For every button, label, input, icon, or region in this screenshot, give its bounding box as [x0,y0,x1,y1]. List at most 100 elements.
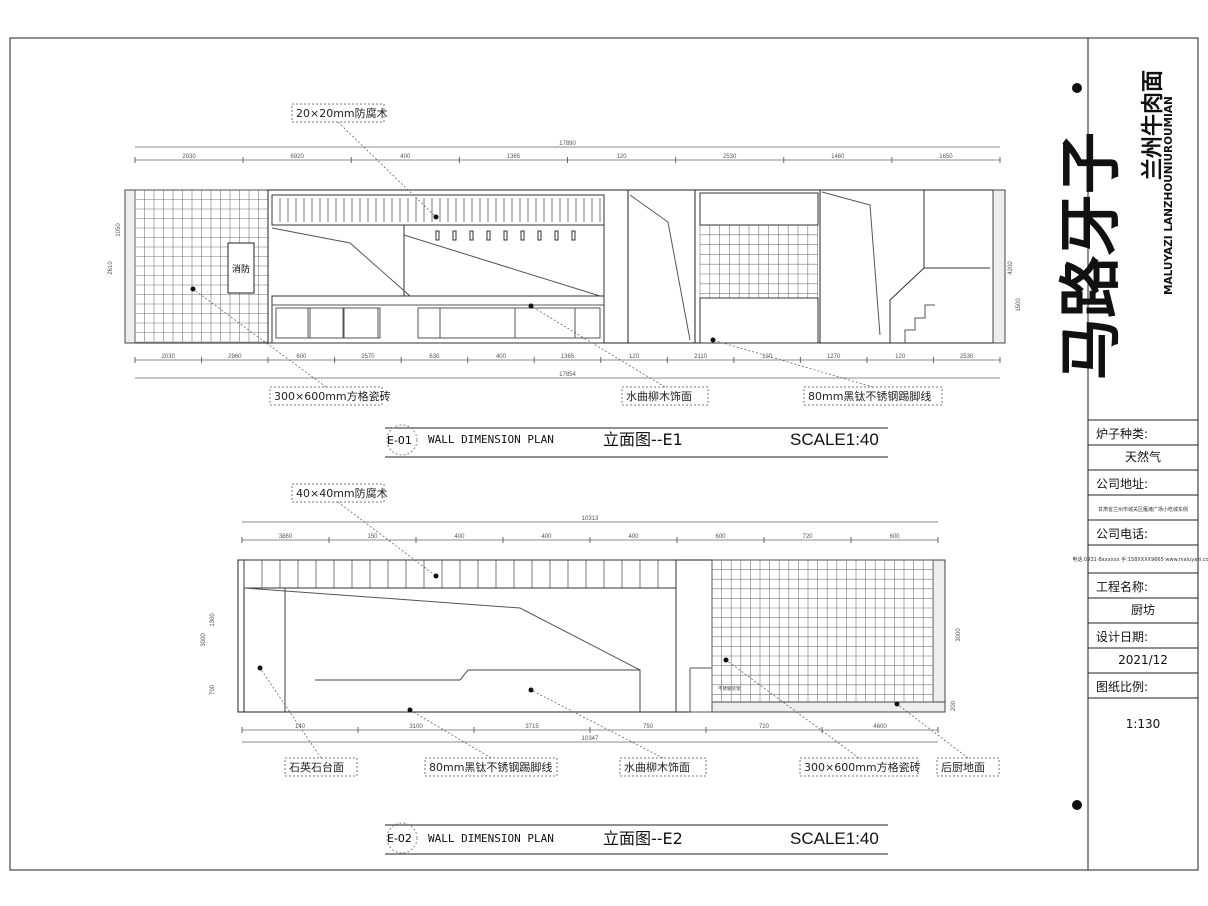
logo-cn: 兰州牛肉面 [1140,70,1166,180]
callout-label: 石英石台面 [289,760,344,774]
callout-box [621,386,709,406]
e1-name: 立面图--E1 [603,430,683,449]
leader-line [337,121,437,218]
leader-dot [710,337,716,343]
dimension-text: 2960 [228,354,242,360]
dimension-text: 600 [889,534,900,540]
dimension-total: 17854 [559,372,576,378]
dimension-text: 120 [895,354,906,360]
logo-calligraphy: 马路牙子 [1054,132,1127,380]
dimension-text: 1460 [831,154,845,160]
dimension-text: 120 [629,354,640,360]
callout-label: 20×20mm防腐木 [296,106,388,120]
side-dimension: 1500 [1016,298,1022,312]
dimension-text: 2030 [162,354,176,360]
dimension-text: 630 [429,354,440,360]
title-block-value: 2021/12 [1118,653,1168,667]
elevation-e1: 消防 [124,189,1006,344]
dimension-text: 2570 [361,354,375,360]
title-block-value: 甘肃省兰州市城关区雁滩广场小吃城东侧 [1098,506,1188,513]
dimension-text: 2530 [960,354,974,360]
leader-dot [407,707,413,713]
dimension-text: 2110 [694,354,708,360]
dimension-text: 400 [541,534,552,540]
leader-dot [894,701,900,707]
side-dimension: 1050 [116,223,122,237]
leader-line [337,501,437,577]
title-block-label: 设计日期: [1096,630,1148,644]
callout-box [619,757,707,777]
dimension-total: 17890 [559,141,576,147]
register-dot [1072,800,1082,810]
leader-dot [723,657,729,663]
dimension-text: 1270 [827,354,841,360]
dimension-text: 120 [762,354,773,360]
title-block-value: 电话:0931-8xxxxxx 手:158XXXX9665 www.maluya… [1072,556,1208,563]
sheet-border [9,37,1199,871]
fire-sign: 消防 [232,263,250,275]
callout-label: 300×600mm方格瓷砖 [804,760,921,774]
e2-title-bar: E-02 WALL DIMENSION PLAN 立面图--E2 SCALE1:… [385,822,888,855]
e1-code: E-01 [387,434,412,447]
leader-line [259,667,322,759]
leader-dot [528,687,534,693]
callout-label: 水曲柳木饰面 [626,389,692,403]
side-dimension: 2610 [108,261,114,275]
dimension-text: 3100 [409,724,423,730]
register-dot [1072,83,1082,93]
dimension-text: 1365 [561,354,575,360]
dimension-text: 400 [454,534,465,540]
callout-box [936,757,1000,777]
dimension-text: 720 [802,534,813,540]
dimension-text: 3715 [525,724,539,730]
dimension-text: 750 [643,724,654,730]
dimension-text: 2030 [182,154,196,160]
elevation-e2: 不锈钢货架 [237,559,946,713]
dimension-text: 150 [367,534,378,540]
callout-label: 80mm黑钛不锈钢踢脚线 [808,389,931,403]
dimension-text: 4600 [873,724,887,730]
title-block-label: 炉子种类: [1096,427,1148,441]
side-dimension: 3000 [201,633,207,647]
title-block-label: 公司地址: [1096,477,1148,491]
leader-line [192,288,327,388]
side-dimension: 1300 [210,613,216,627]
title-block-label: 工程名称: [1096,579,1148,594]
title-block-value: 1:130 [1126,717,1161,731]
dimension-text: 600 [296,354,307,360]
leader-dot [190,286,196,292]
dimension-text: 600 [715,534,726,540]
callout-label: 40×40mm防腐木 [296,486,388,500]
dimension-text: 400 [628,534,639,540]
callout-label: 后厨地面 [941,761,985,774]
leader-line [725,659,860,759]
leader-dot [433,214,439,220]
dimension-text: 400 [400,154,411,160]
shelf-note: 不锈钢货架 [718,685,741,692]
leader-dot [528,303,534,309]
leader-line [712,339,874,388]
dimension-text: 1365 [507,154,521,160]
brand-logo: 马路牙子 兰州牛肉面 MALUYAZI LANZHOUNIUROUMIAN [1054,70,1175,380]
dimension-text: 720 [759,724,770,730]
leader-dot [257,665,263,671]
callout-label: 300×600mm方格瓷砖 [274,389,391,403]
dimension-text: 400 [496,354,507,360]
side-dimension: 4200 [1008,261,1014,275]
callout-label: 80mm黑钛不锈钢踢脚线 [429,760,552,774]
e1-scale: SCALE1:40 [790,430,879,449]
dimension-total: 10347 [582,736,599,742]
leader-dot [433,573,439,579]
title-block-value: 厨坊 [1131,602,1155,617]
dimension-lines: 17890 2030 6920 400 1365 120 2530 1460 1650 2030 2… [108,141,1022,743]
leader-line [896,703,969,759]
side-dimension: 200 [951,700,957,711]
dimension-text: 2530 [723,154,737,160]
dimension-text: 6920 [291,154,305,160]
e2-name: 立面图--E2 [603,829,683,848]
dimension-text: 1650 [939,154,953,160]
leader-line [530,689,664,759]
leader-line [409,709,492,759]
e1-title-bar: E-01 WALL DIMENSION PLAN 立面图--E1 SCALE1:… [385,424,888,458]
